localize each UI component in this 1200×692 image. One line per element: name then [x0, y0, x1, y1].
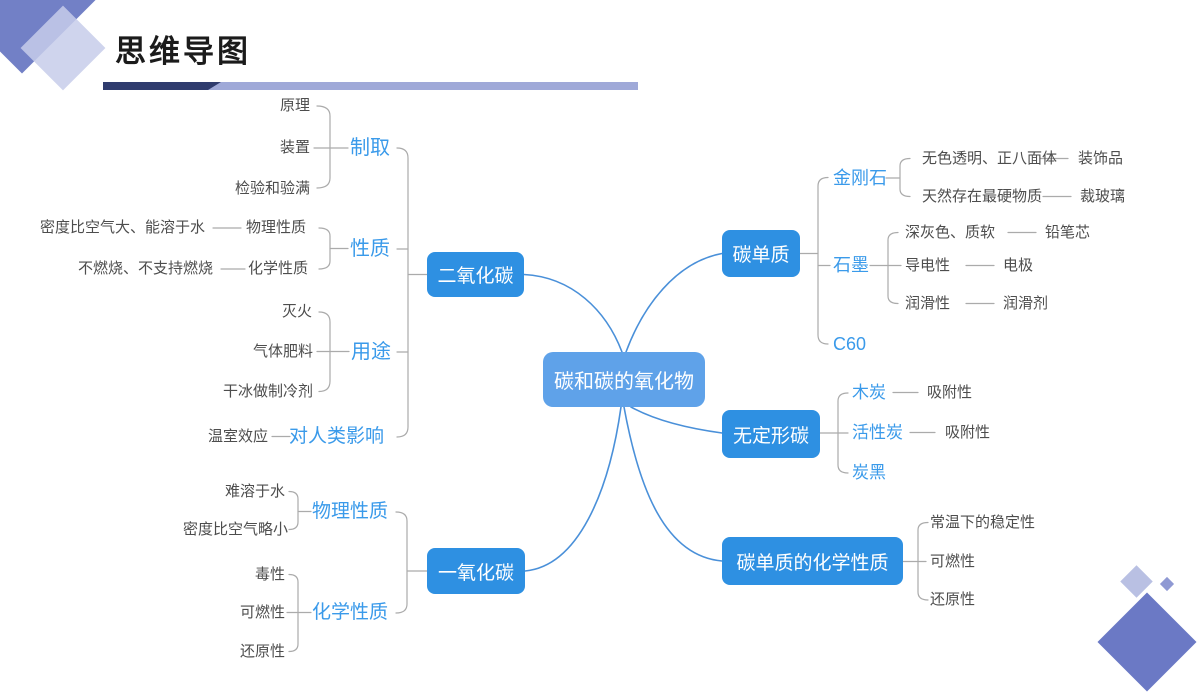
branch-diamond: 金刚石 — [833, 168, 887, 188]
leaf-carbon-reducibility: 还原性 — [930, 591, 976, 608]
leaf-extinguish-fire: 灭火 — [281, 303, 312, 320]
page-title: 思维导图 — [115, 34, 251, 69]
connector-lines — [212, 105, 1072, 653]
leaf-conductivity: 导电性 — [905, 257, 951, 274]
leaf-test-and-verify: 检验和验满 — [234, 180, 310, 197]
branch-production: 制取 — [350, 137, 390, 159]
leaf-principle: 原理 — [279, 97, 310, 114]
branch-human-impact: 对人类影响 — [289, 426, 385, 447]
carbon-node-label: 碳单质 — [732, 245, 790, 266]
leaf-density-slightly-less: 密度比空气略小 — [182, 521, 288, 538]
leaf-reducibility: 还原性 — [239, 643, 285, 660]
leaf-adsorption-activated: 吸附性 — [945, 424, 991, 441]
leaf-not-burn: 不燃烧、不支持燃烧 — [77, 260, 213, 277]
leaf-ornament: 装饰品 — [1078, 150, 1124, 167]
branch-graphite: 石墨 — [833, 255, 869, 275]
branch-activated-carbon: 活性炭 — [852, 423, 903, 442]
co-node-label: 一氧化碳 — [437, 562, 514, 584]
amorphous-carbon-node-label: 无定形碳 — [732, 425, 809, 447]
branch-carbon-black: 炭黑 — [852, 463, 886, 482]
leaf-cut-glass: 裁玻璃 — [1080, 188, 1126, 205]
leaf-flammability: 可燃性 — [239, 604, 285, 621]
leaf-gas-fertilizer: 气体肥料 — [252, 343, 313, 360]
co2-node: 二氧化碳 — [427, 252, 524, 297]
branch-uses: 用途 — [351, 341, 391, 363]
root-node-label: 碳和碳的氧化物 — [554, 371, 694, 393]
leaf-lubricant: 润滑剂 — [1003, 295, 1049, 312]
co-node: 一氧化碳 — [427, 548, 525, 594]
title-underline-light — [103, 82, 638, 90]
leaf-hardest-natural: 天然存在最硬物质 — [922, 188, 1043, 205]
leaf-carbon-flammability: 可燃性 — [930, 553, 976, 570]
root-node: 碳和碳的氧化物 — [543, 352, 705, 407]
leaf-chemical-properties: 化学性质 — [248, 260, 309, 277]
carbon-node: 碳单质 — [722, 230, 800, 277]
leaf-lubricity: 润滑性 — [905, 295, 951, 312]
leaf-colorless-octahedron: 无色透明、正八面体 — [922, 150, 1058, 167]
leaf-apparatus: 装置 — [279, 139, 310, 156]
leaf-dark-gray-soft: 深灰色、质软 — [905, 224, 996, 241]
leaf-pencil-lead: 铅笔芯 — [1045, 224, 1091, 241]
title-underline-dark — [103, 82, 221, 90]
branch-c60: C60 — [833, 334, 867, 354]
branch-properties: 性质 — [350, 238, 390, 260]
branch-charcoal: 木炭 — [852, 383, 886, 402]
leaf-adsorption-charcoal: 吸附性 — [927, 384, 973, 401]
leaf-electrode: 电极 — [1003, 257, 1034, 274]
branch-co-chemical: 化学性质 — [312, 602, 389, 623]
leaf-dry-ice-refrigerant: 干冰做制冷剂 — [222, 383, 313, 400]
leaf-greenhouse-effect: 温室效应 — [207, 428, 268, 445]
leaf-density-soluble: 密度比空气大、能溶于水 — [39, 219, 205, 236]
carbon-chemical-props-node: 碳单质的化学性质 — [722, 537, 903, 585]
carbon-chemical-props-node-label: 碳单质的化学性质 — [736, 552, 889, 574]
co2-node-label: 二氧化碳 — [437, 266, 514, 287]
leaf-stability-room-temp: 常温下的稳定性 — [930, 514, 1036, 531]
leaf-physical-properties: 物理性质 — [246, 219, 307, 236]
leaf-insoluble-water: 难溶于水 — [224, 483, 285, 500]
branch-co-physical: 物理性质 — [312, 501, 389, 522]
leaf-toxicity: 毒性 — [254, 566, 285, 583]
amorphous-carbon-node: 无定形碳 — [722, 410, 820, 458]
